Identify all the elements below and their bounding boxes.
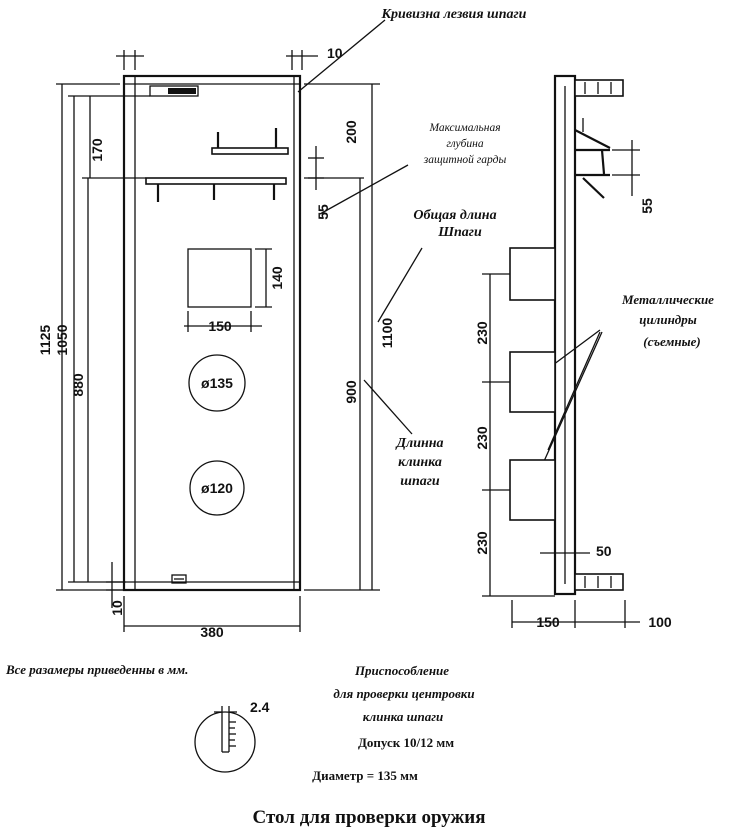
dim-230-c: 230 <box>474 531 490 555</box>
cylinder-3 <box>509 459 556 521</box>
note-diameter: Диаметр = 135 мм <box>312 768 418 783</box>
note-blade-length-line3: шпаги <box>400 474 440 489</box>
centering-gauge <box>194 706 256 773</box>
guard-bracket-upper <box>211 147 289 155</box>
note-all-dims: Все разамеры приведенны в мм. <box>5 662 188 677</box>
guard-shelf <box>145 177 287 185</box>
leader-lines <box>297 19 603 489</box>
note-tolerance: Допуск 10/12 мм <box>358 735 454 750</box>
diagram-caption: Стол для проверки оружия <box>252 807 485 828</box>
dim-55-side: 55 <box>639 198 655 214</box>
note-max-depth-line2: глубина <box>446 138 484 150</box>
note-max-depth-line1: Максимальная <box>428 122 500 134</box>
dim-1100: 1100 <box>379 318 395 349</box>
note-blade-curvature: Кривизна лезвия шпаги <box>381 7 527 22</box>
dim-55-front: 55 <box>315 204 331 220</box>
dim-10-top: 10 <box>327 45 343 61</box>
dim-900: 900 <box>343 380 359 404</box>
gauge-circle <box>194 711 256 773</box>
dim-230-a: 230 <box>474 321 490 345</box>
dim-150-square: 150 <box>208 318 232 334</box>
note-device-line1: Приспособление <box>354 663 449 678</box>
circle-opening-120 <box>189 460 245 516</box>
leader-blade-length <box>363 379 413 435</box>
front-view <box>122 74 302 592</box>
cylinder-1 <box>509 247 556 301</box>
dim-135: ø135 <box>201 375 233 391</box>
top-slot <box>149 85 199 97</box>
note-device-line2: для проверки центровки <box>333 686 474 701</box>
side-view <box>482 74 640 628</box>
note-total-length-line2: Шпаги <box>437 225 482 240</box>
leader-total-length <box>377 247 423 323</box>
note-max-depth-line3: защитной гарды <box>423 153 507 166</box>
dim-50: 50 <box>596 543 612 559</box>
dim-2-4: 2.4 <box>250 699 270 715</box>
note-blade-length-line1: Длинна <box>394 436 443 451</box>
dim-100: 100 <box>648 614 672 630</box>
note-metal-line1: Металлические <box>621 292 714 307</box>
note-total-length-line1: Общая длина <box>413 208 496 223</box>
dim-10-bottom: 10 <box>109 600 125 616</box>
square-opening <box>187 248 252 308</box>
dim-150-side: 150 <box>536 614 560 630</box>
dim-880: 880 <box>70 373 86 397</box>
leader-guard-depth <box>319 164 409 215</box>
dim-120: ø120 <box>201 480 233 496</box>
leader-blade-curvature <box>297 19 386 93</box>
dim-230-b: 230 <box>474 426 490 450</box>
side-bottom-cap <box>574 573 624 591</box>
front-dimensions <box>56 50 380 632</box>
side-panel-outline <box>553 74 577 596</box>
note-metal-line2: цилиндры <box>639 312 697 327</box>
top-slot-fill <box>168 88 196 94</box>
circle-opening-135 <box>188 354 246 412</box>
dim-1050: 1050 <box>54 324 70 355</box>
dim-380: 380 <box>200 624 224 640</box>
cylinder-2 <box>509 351 556 413</box>
dim-170: 170 <box>89 138 105 162</box>
side-top-cap <box>574 79 624 97</box>
dim-1125: 1125 <box>37 325 53 356</box>
note-device-line3: клинка шпаги <box>363 709 444 724</box>
dim-140: 140 <box>269 266 285 290</box>
front-panel-outline <box>122 74 302 592</box>
note-blade-length-line2: клинка <box>398 455 442 470</box>
dim-200: 200 <box>343 120 359 144</box>
note-metal-line3: (съемные) <box>643 334 700 349</box>
